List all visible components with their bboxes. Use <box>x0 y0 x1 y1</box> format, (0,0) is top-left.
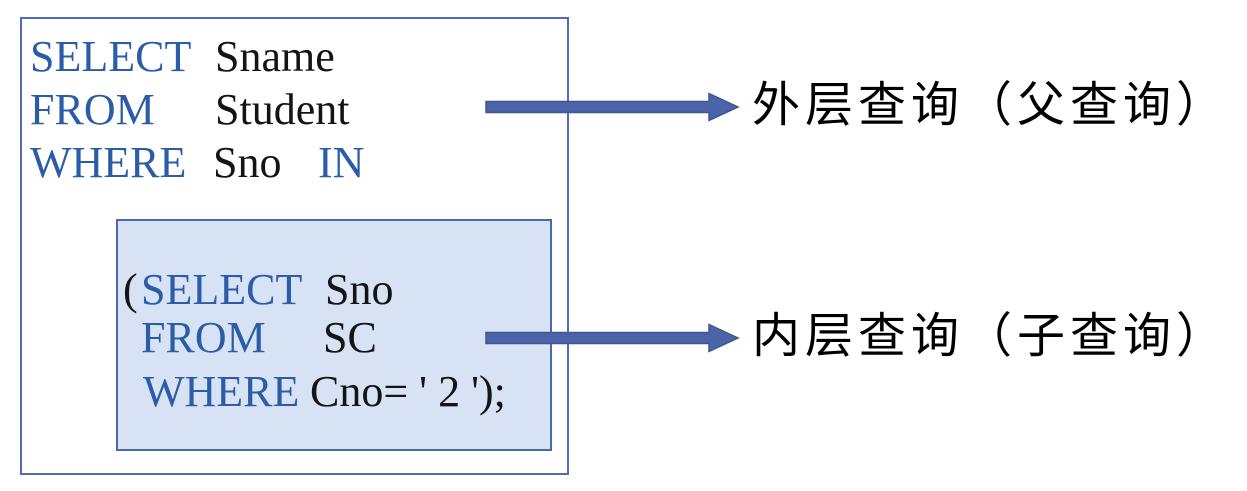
outer-query-label: 外层查询（父查询） <box>752 79 1230 132</box>
outer-query-box <box>20 17 569 475</box>
sql-keyword-from: FROM <box>141 313 266 362</box>
outer-sql-line-where: WHERE Sno IN <box>30 140 364 186</box>
sql-keyword-in: IN <box>318 138 365 187</box>
inner-sql-line-from: FROM SC <box>141 315 377 361</box>
sql-operand-sno: Sno <box>213 138 282 187</box>
sql-operand-sname: Sname <box>215 32 335 81</box>
inner-sql-line-select: ( SELECT Sno <box>123 267 393 313</box>
sql-keyword-select: SELECT <box>30 32 192 81</box>
inner-sql-line-where: WHERE Cno= ' 2 '); <box>143 369 506 415</box>
sql-operand-cno-condition: Cno= ' 2 '); <box>310 367 506 416</box>
outer-sql-line-select: SELECT Sname <box>30 34 335 80</box>
open-paren: ( <box>123 265 138 314</box>
sql-operand-sno: Sno <box>325 265 394 314</box>
sql-keyword-where: WHERE <box>30 138 187 187</box>
sql-keyword-where: WHERE <box>143 367 300 416</box>
sql-operand-sc: SC <box>323 313 377 362</box>
right-arrow-icon <box>485 323 740 353</box>
sql-keyword-select: SELECT <box>141 265 303 314</box>
sql-keyword-from: FROM <box>30 85 155 134</box>
right-arrow-icon <box>485 92 740 122</box>
inner-query-box <box>116 219 552 451</box>
sql-operand-student: Student <box>215 85 350 134</box>
inner-query-label: 内层查询（子查询） <box>752 310 1230 363</box>
outer-sql-line-from: FROM Student <box>30 87 349 133</box>
